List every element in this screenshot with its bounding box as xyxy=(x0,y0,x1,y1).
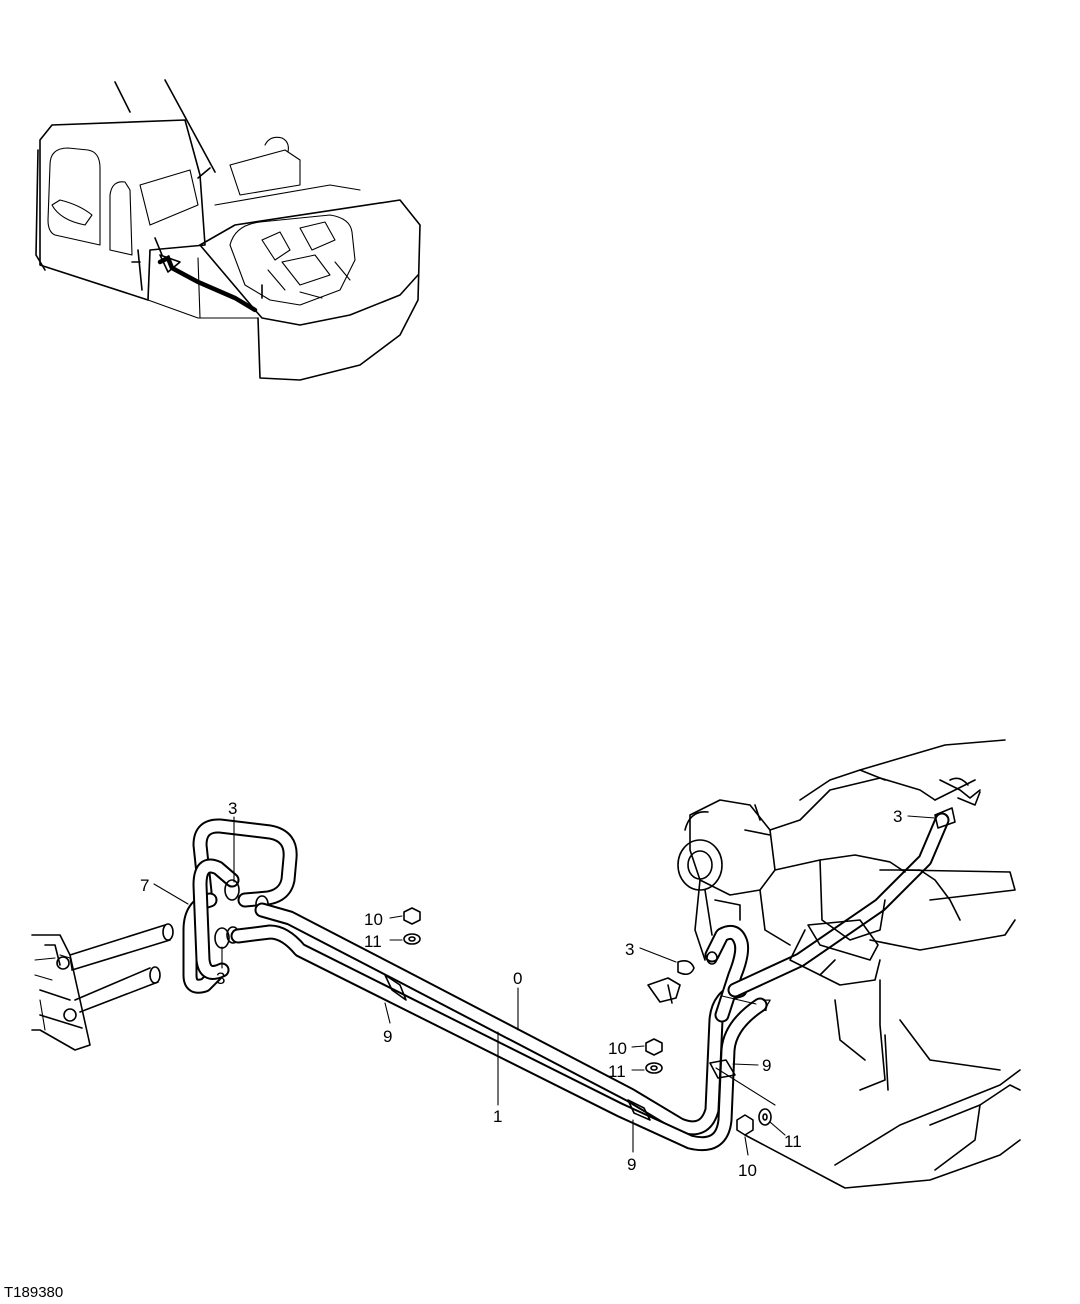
callout-3-top-left: 3 xyxy=(228,799,237,818)
lower-frame xyxy=(744,1069,1021,1189)
excavator-overview xyxy=(35,79,421,381)
overview-tube-route xyxy=(157,254,258,313)
callout-10-center: 10 xyxy=(364,910,383,929)
callout-0-tube: 0 xyxy=(513,969,522,988)
callout-3-bottom-left: 3 xyxy=(216,969,225,988)
callout-10-bottom: 10 xyxy=(738,1161,757,1180)
callout-9-right: 9 xyxy=(762,1056,771,1075)
left-tube-loops xyxy=(182,818,298,994)
engine-sketch xyxy=(677,739,1016,1091)
callout-7-left: 7 xyxy=(140,876,149,895)
right-hoses xyxy=(704,807,956,1023)
callout-3-mid-right: 3 xyxy=(625,940,634,959)
hardware xyxy=(214,879,772,1136)
callout-9-left: 9 xyxy=(383,1027,392,1046)
callout-3-top-right: 3 xyxy=(893,807,902,826)
callout-11-bottom: 11 xyxy=(784,1132,802,1151)
drawing-reference: T189380 xyxy=(4,1284,63,1301)
left-cooler-bracket xyxy=(31,923,174,1051)
callout-1-tube: 1 xyxy=(493,1107,502,1126)
callout-10-mid: 10 xyxy=(608,1039,627,1058)
callout-7-right: 7 xyxy=(762,996,771,1015)
leader-lines xyxy=(153,815,936,1156)
callout-11-center: 11 xyxy=(364,932,382,951)
callout-11-mid: 11 xyxy=(608,1062,626,1081)
callout-labels: 3 3 3 3 7 7 10 11 0 1 9 9 9 10 11 10 11 xyxy=(140,799,902,1180)
assembly-view: 3 3 3 3 7 7 10 11 0 1 9 9 9 10 11 10 11 xyxy=(31,739,1021,1189)
callout-9-center: 9 xyxy=(627,1155,636,1174)
